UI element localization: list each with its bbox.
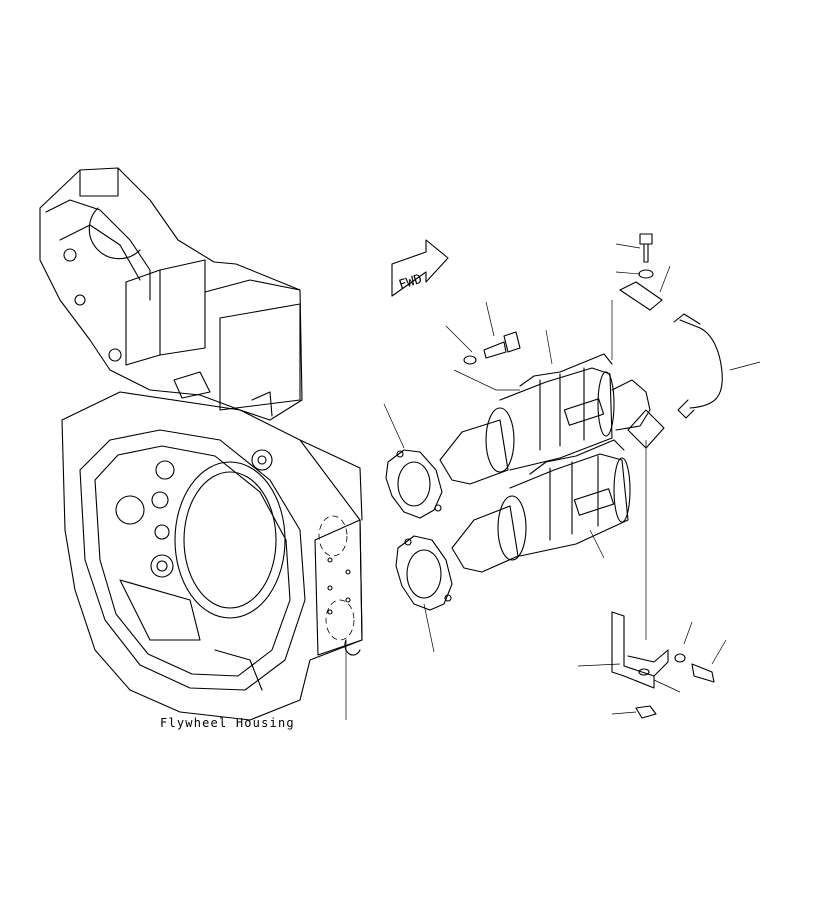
flywheel-housing bbox=[39, 167, 363, 721]
flywheel-housing-label: Flywheel Housing bbox=[160, 716, 295, 730]
fwd-arrow-label: FWD bbox=[397, 272, 424, 294]
clamp-hardware-upper bbox=[611, 233, 671, 640]
starter-motor-lower bbox=[451, 439, 631, 573]
gasket-lower bbox=[395, 535, 453, 611]
tag-marker bbox=[627, 409, 665, 449]
starter-motor-upper bbox=[439, 353, 651, 485]
fwd-arrow-icon: FWD bbox=[391, 239, 449, 297]
support-bracket bbox=[577, 611, 727, 719]
mounting-bolt-starter bbox=[445, 301, 553, 391]
gasket-upper bbox=[385, 449, 443, 519]
leader-lines bbox=[345, 403, 605, 720]
battery-cable bbox=[673, 313, 761, 419]
